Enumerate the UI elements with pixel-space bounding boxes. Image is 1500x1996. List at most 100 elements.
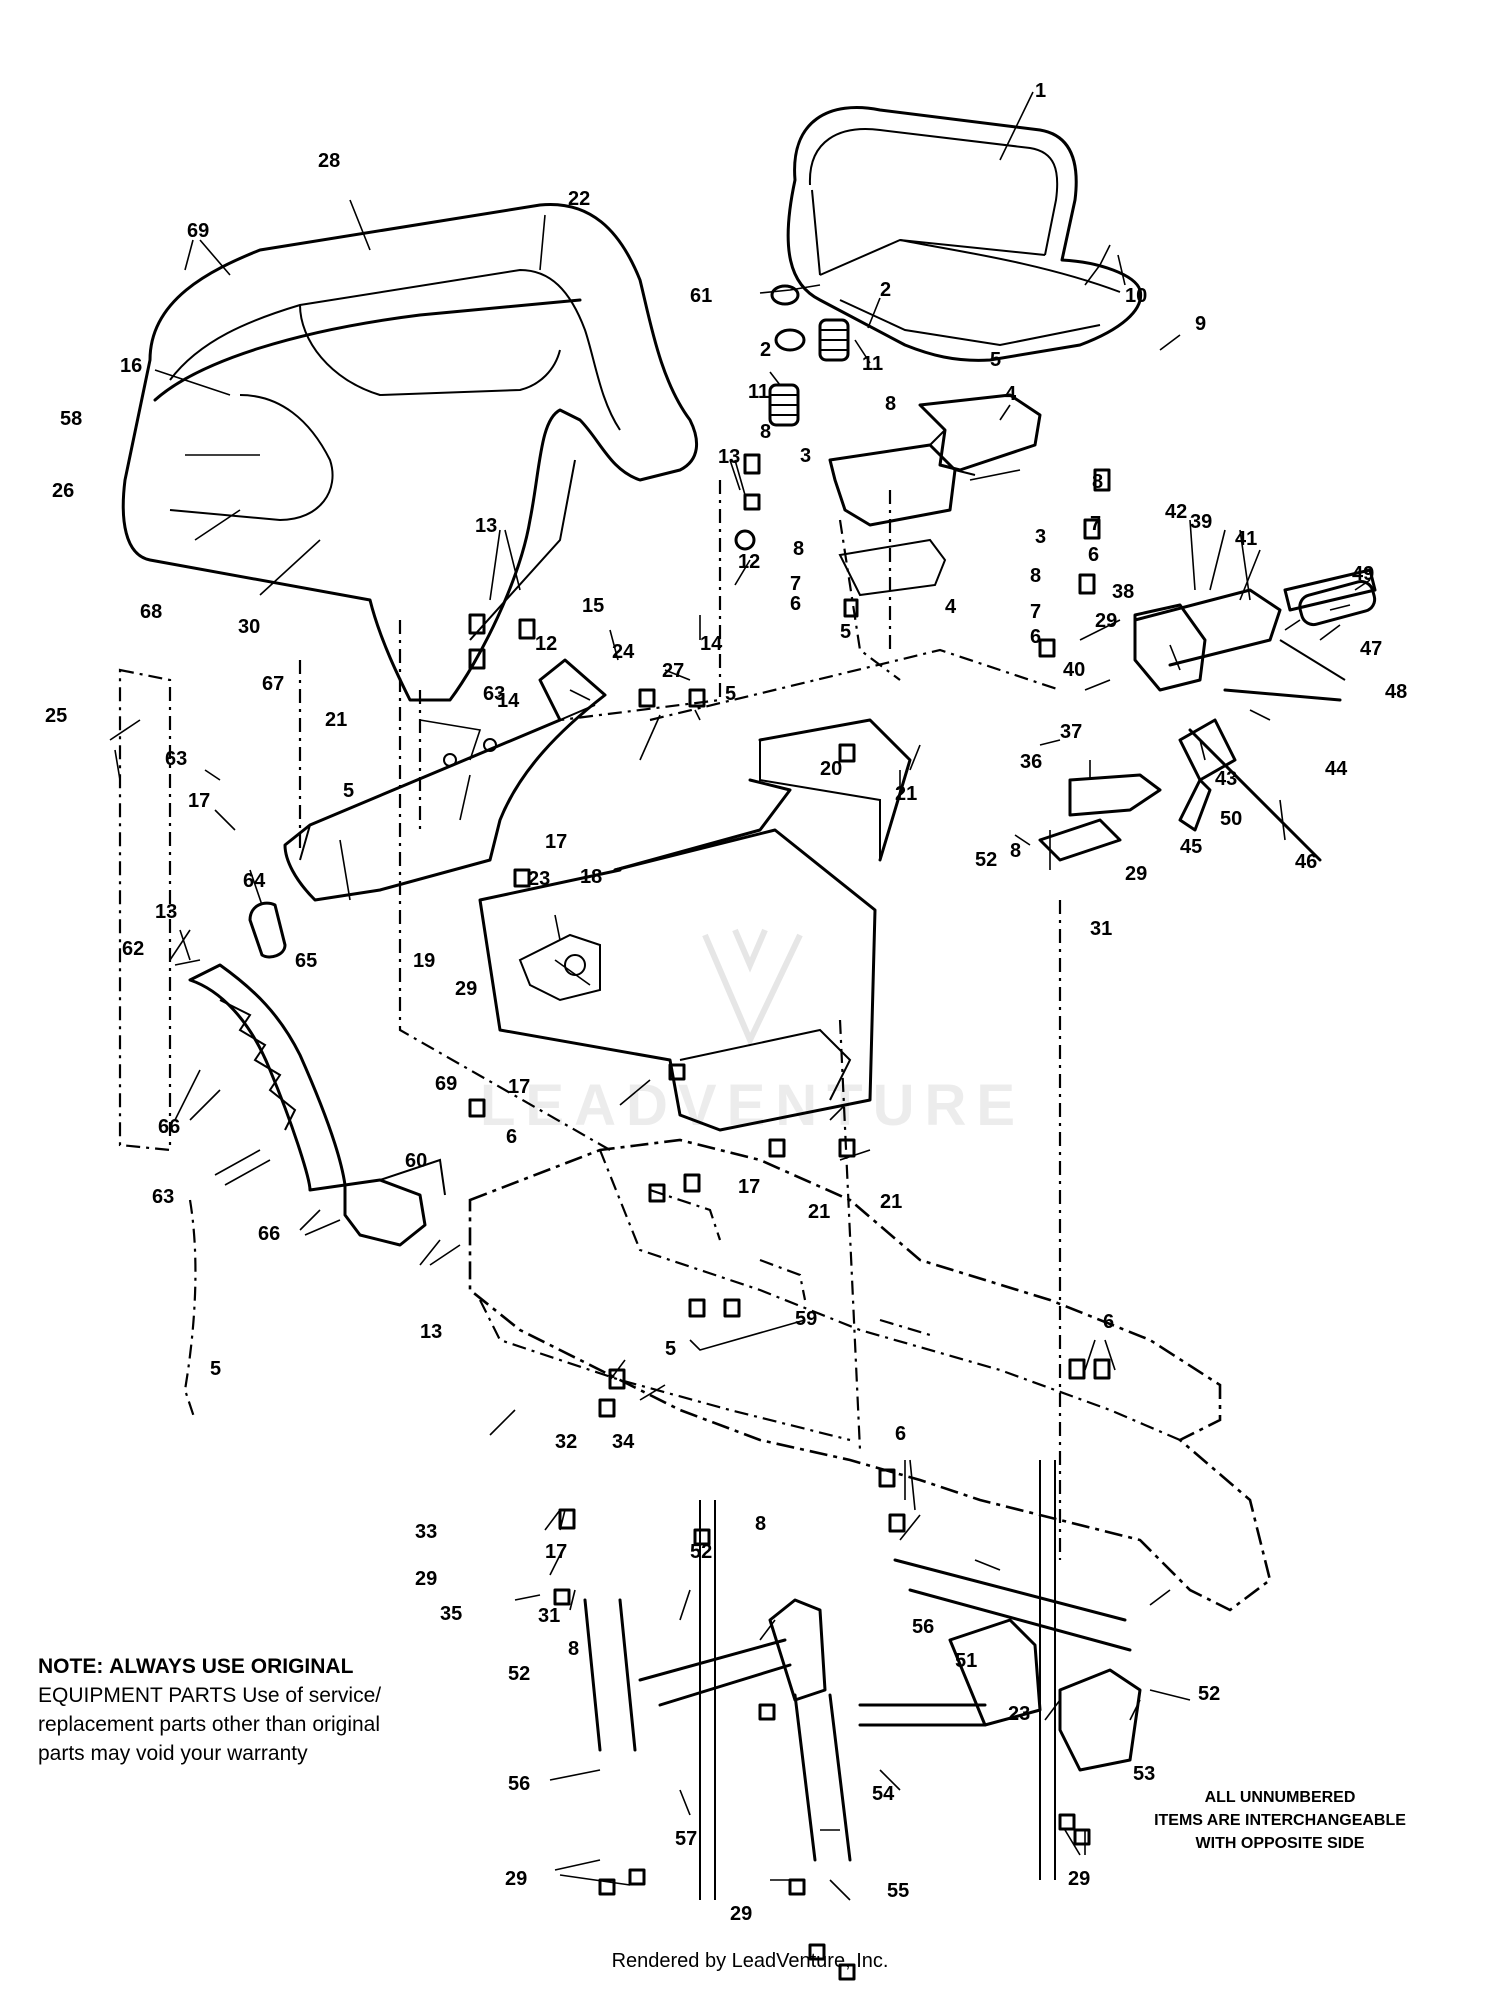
callout-29: 29: [505, 1868, 527, 1890]
callout-5: 5: [840, 621, 851, 643]
callout-43: 43: [1215, 768, 1237, 790]
hardware: [468, 453, 1111, 1981]
callout-5: 5: [990, 349, 1001, 371]
callout-8: 8: [1092, 471, 1103, 493]
callout-8: 8: [1030, 565, 1041, 587]
callout-11: 11: [862, 353, 883, 375]
callout-52: 52: [1198, 1683, 1220, 1705]
callout-51: 51: [955, 1650, 977, 1672]
callout-52: 52: [975, 849, 997, 871]
callout-29: 29: [1095, 610, 1117, 632]
callout-21: 21: [880, 1191, 902, 1213]
chassis-outline: [468, 1138, 1272, 1612]
note-line-4: parts may void your warranty: [38, 1742, 308, 1765]
callout-40: 40: [1063, 659, 1085, 681]
callout-58: 58: [60, 408, 82, 430]
callout-19: 19: [413, 950, 435, 972]
callout-8: 8: [568, 1638, 579, 1660]
callout-22: 22: [568, 188, 590, 210]
callout-21: 21: [325, 709, 347, 731]
callout-66: 66: [258, 1223, 280, 1245]
leader-lines: [109, 91, 1371, 1901]
callout-57: 57: [675, 1828, 697, 1850]
callout-59: 59: [795, 1308, 817, 1330]
callout-13: 13: [420, 1321, 442, 1343]
callout-11: 11: [748, 381, 769, 403]
callout-16: 16: [120, 355, 142, 377]
callout-54: 54: [872, 1783, 895, 1805]
callout-49: 49: [1352, 563, 1374, 585]
callout-5: 5: [665, 1338, 676, 1360]
interchangeable-line-3: WITH OPPOSITE SIDE: [1195, 1835, 1365, 1852]
callout-47: 47: [1360, 638, 1382, 660]
callout-62: 62: [122, 938, 144, 960]
note-line-3: replacement parts other than original: [38, 1713, 381, 1736]
callout-29: 29: [1125, 863, 1147, 885]
callout-23: 23: [528, 868, 550, 890]
callout-29: 29: [1068, 1868, 1090, 1890]
callout-68: 68: [140, 601, 162, 623]
callout-23: 23: [1008, 1703, 1030, 1725]
callout-17: 17: [508, 1076, 530, 1098]
callout-6: 6: [1103, 1311, 1114, 1333]
callout-4: 4: [1005, 383, 1017, 405]
callout-63: 63: [483, 683, 505, 705]
callout-6: 6: [1030, 626, 1041, 648]
callout-3: 3: [1035, 526, 1046, 548]
callout-8: 8: [755, 1513, 766, 1535]
callout-46: 46: [1295, 851, 1317, 873]
callout-7: 7: [1030, 601, 1041, 623]
lever-bracket: [343, 1158, 446, 1247]
callout-7: 7: [790, 573, 801, 595]
callout-31: 31: [538, 1605, 560, 1627]
callout-13: 13: [155, 901, 177, 923]
callout-25: 25: [45, 705, 67, 727]
callout-4: 4: [945, 596, 957, 618]
note-line-1: ALWAYS USE ORIGINAL: [109, 1655, 354, 1678]
callout-45: 45: [1180, 836, 1202, 858]
fender-assembly: [121, 202, 699, 702]
callout-50: 50: [1220, 808, 1242, 830]
callout-8: 8: [793, 538, 804, 560]
callout-64: 64: [243, 870, 266, 892]
watermark-text: LEADVENTURE: [480, 1073, 1025, 1138]
right-linkage: [1038, 568, 1377, 862]
callout-66: 66: [158, 1116, 180, 1138]
callout-6: 6: [506, 1126, 517, 1148]
callout-37: 37: [1060, 721, 1082, 743]
callout-5: 5: [725, 683, 736, 705]
callout-6: 6: [895, 1423, 906, 1445]
callout-69: 69: [187, 220, 209, 242]
callout-8: 8: [885, 393, 896, 415]
callout-60: 60: [405, 1150, 427, 1172]
callout-2: 2: [760, 339, 771, 361]
callout-38: 38: [1112, 581, 1134, 603]
callout-39: 39: [1190, 511, 1212, 533]
rear-panel: [283, 658, 607, 902]
callout-12: 12: [738, 551, 760, 573]
callout-7: 7: [1090, 513, 1101, 535]
callout-10: 10: [1125, 285, 1147, 307]
callout-36: 36: [1020, 751, 1042, 773]
callout-33: 33: [415, 1521, 437, 1543]
console-frame: [478, 718, 912, 1132]
callout-28: 28: [318, 150, 340, 172]
watermark-logo: LEADVENTURE: [480, 928, 1025, 1138]
callout-6: 6: [1088, 544, 1099, 566]
callout-29: 29: [415, 1568, 437, 1590]
callout-13: 13: [475, 515, 497, 537]
alignment-lines: [118, 480, 1062, 1560]
callout-32: 32: [555, 1431, 577, 1453]
note-heading: NOTE:: [38, 1655, 104, 1678]
interchangeable-line-1: ALL UNNUMBERED: [1204, 1789, 1356, 1806]
seat-springs: [768, 284, 850, 427]
callout-30: 30: [238, 616, 260, 638]
interchangeable-note: ALL UNNUMBERED ITEMS ARE INTERCHANGEABLE…: [1110, 1786, 1450, 1855]
callout-27: 27: [662, 660, 684, 682]
callout-5: 5: [343, 780, 354, 802]
callout-15: 15: [582, 595, 604, 617]
callout-labels: 1 2 2 3 3 4 4 5 5 5 5 5 5 6 6 6 6 6 6 7 …: [45, 80, 1407, 1925]
callout-20: 20: [820, 758, 842, 780]
rendered-by-footer: Rendered by LeadVenture, Inc.: [611, 1950, 889, 1972]
